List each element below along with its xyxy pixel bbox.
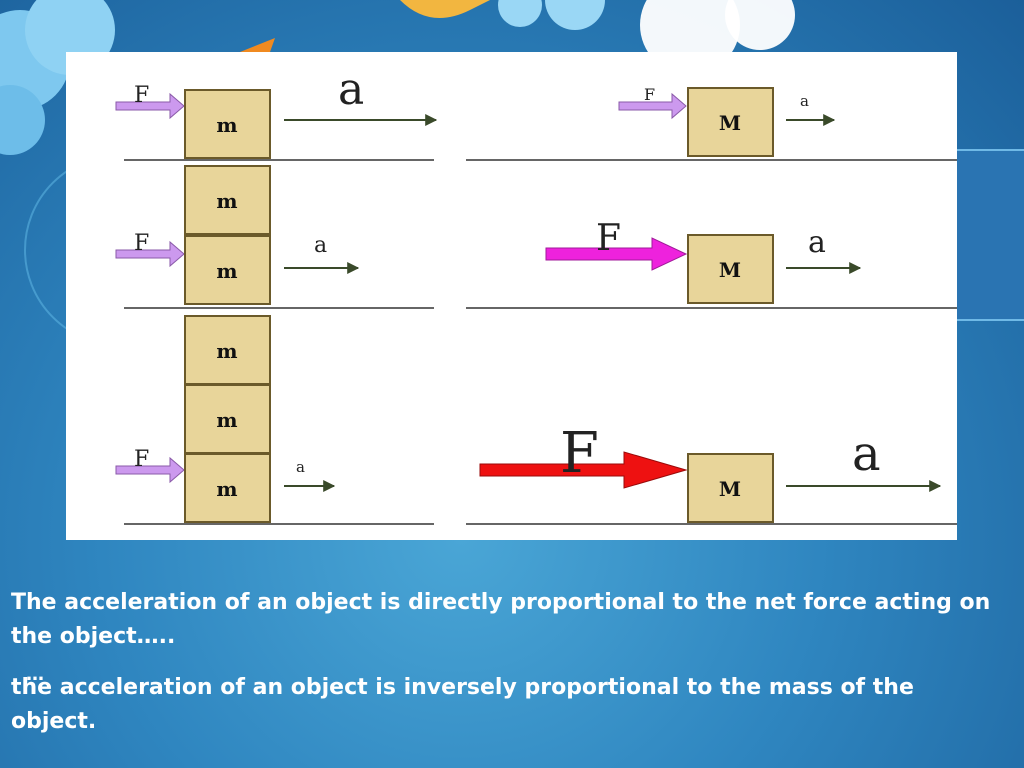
force-arrow-small (115, 92, 185, 120)
mass-label: M (719, 111, 741, 135)
force-label: F (134, 447, 149, 472)
cloud-shape (545, 0, 605, 30)
mass-block-large: M (687, 87, 774, 157)
accel-label: a (852, 426, 881, 482)
force-label: F (596, 218, 621, 259)
mass-label: M (719, 258, 741, 282)
mass-label: m (216, 477, 237, 501)
mass-block-stack: m m m (184, 315, 271, 523)
diagram-canvas: F m a F m m a F m m m (115, 64, 957, 525)
force-mass-diagram: F m a F m m a F m m m (66, 52, 957, 540)
force-arrow-small (115, 456, 185, 484)
cloud-shape (0, 85, 45, 155)
mass-label: m (216, 113, 237, 137)
accel-label: a (338, 64, 364, 115)
force-arrow-small (618, 92, 687, 120)
force-label: F (134, 231, 149, 256)
mass-label: M (719, 477, 741, 501)
mass-label: m (216, 189, 237, 213)
caption-mass-inverse: the acceleration of an object is inverse… (11, 675, 914, 734)
caption-force-proportional: The acceleration of an object is directl… (11, 590, 991, 649)
force-label: F (644, 85, 655, 104)
mass-label: m (216, 339, 237, 363)
cloud-shape (725, 0, 795, 50)
sun-shape (400, 0, 490, 18)
accel-label: a (808, 225, 826, 260)
force-arrow-large (479, 451, 688, 489)
mass-label: m (216, 408, 237, 432)
side-panel-shape (957, 150, 1024, 320)
force-arrow-small (115, 240, 185, 268)
sun-ray-shape (240, 38, 275, 52)
mass-block-large: M (687, 453, 774, 523)
mass-block: m (184, 89, 271, 159)
mass-block-large: M (687, 234, 774, 304)
force-label: F (134, 83, 149, 108)
mass-block-stack: m m (184, 165, 271, 305)
mass-block (184, 235, 271, 305)
ellipsis-mark: … (26, 664, 45, 685)
accel-label: a (800, 92, 809, 110)
mass-block (184, 453, 271, 523)
force-label: F (560, 421, 599, 486)
accel-label: a (296, 458, 305, 476)
mass-block (184, 384, 271, 454)
mass-block (184, 165, 271, 235)
accel-label: a (314, 233, 327, 258)
cloud-shape (498, 0, 542, 27)
mass-label: m (216, 259, 237, 283)
force-arrow-medium (545, 237, 688, 271)
